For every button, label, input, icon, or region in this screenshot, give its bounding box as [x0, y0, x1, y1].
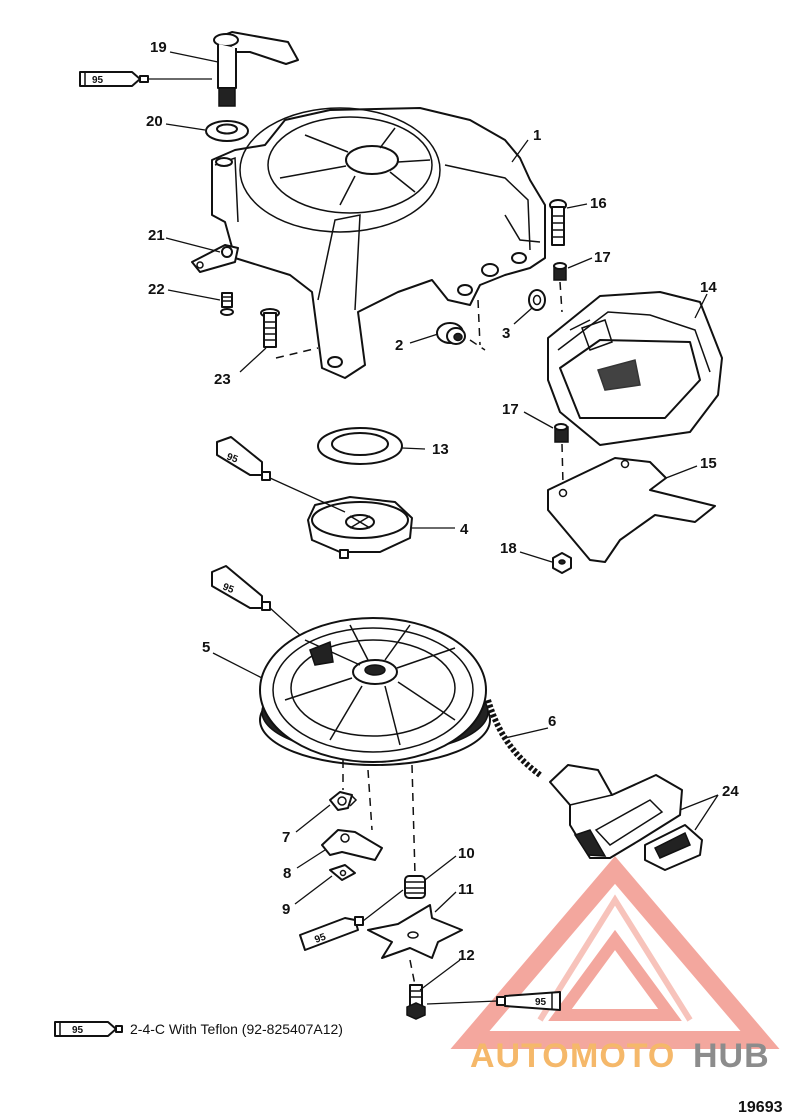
part-7-pawl-spring [329, 791, 358, 811]
lubricant-tube-4: 95 [216, 436, 271, 481]
callout-12: 12 [458, 947, 475, 964]
callout-3: 3 [502, 325, 510, 342]
part-23-bolt [260, 308, 280, 348]
callout-17-upper: 17 [594, 249, 611, 266]
callout-13: 13 [432, 441, 449, 458]
lubricant-tube-19: 95 [79, 71, 149, 87]
callout-4: 4 [460, 521, 469, 538]
callout-2: 2 [395, 337, 403, 354]
callout-24: 24 [722, 783, 739, 800]
part-9-retainer-clip [329, 864, 356, 881]
part-17-spacer-upper [553, 262, 567, 281]
svg-text:95: 95 [72, 1025, 84, 1036]
callout-8: 8 [283, 865, 291, 882]
callout-17-lower: 17 [502, 401, 519, 418]
part-5-rewind-pulley [259, 617, 491, 766]
callout-9: 9 [282, 901, 290, 918]
callout-7: 7 [282, 829, 290, 846]
svg-text:95: 95 [221, 582, 236, 597]
part-6-starter-rope [485, 699, 542, 778]
svg-text:95: 95 [535, 997, 547, 1008]
part-19-starter-lever [213, 31, 299, 107]
figure-number: 19693 [738, 1099, 783, 1116]
legend-text: 2-4-C With Teflon (92-825407A12) [130, 1021, 343, 1037]
part-17-spacer-lower [554, 423, 569, 443]
callout-19: 19 [150, 39, 167, 56]
watermark-word-moto: MOTO [570, 1037, 675, 1075]
part-22-screw [220, 292, 234, 316]
callout-11: 11 [458, 881, 474, 898]
lubricant-tube-12: 95 [496, 991, 561, 1011]
lubricant-tube-5: 95 [211, 565, 271, 611]
callout-10: 10 [458, 845, 475, 862]
lubricant-tube-10: 95 [299, 916, 364, 951]
callout-14: 14 [700, 279, 717, 296]
part-16-screw [549, 199, 567, 246]
part-12-bolt [406, 984, 426, 1020]
callout-5: 5 [202, 639, 210, 656]
part-21-plate [191, 244, 239, 273]
starter-handle [549, 764, 683, 859]
callout-leaders [165, 51, 719, 991]
part-15-mounting-plate [547, 457, 716, 563]
svg-text:95: 95 [225, 451, 240, 465]
part-20-washer [205, 120, 249, 142]
callout-23: 23 [214, 371, 231, 388]
part-18-nut [552, 552, 572, 574]
legend-lubricant-tube-icon: 95 [54, 1021, 123, 1037]
watermark-word-hub: HUB [693, 1037, 770, 1075]
callout-15: 15 [700, 455, 717, 472]
part-13-washer [317, 427, 403, 465]
part-8-pawl [321, 829, 383, 861]
callout-20: 20 [146, 113, 163, 130]
part-10-spring [404, 875, 426, 899]
watermark-word-auto: AUTO [470, 1037, 570, 1075]
callout-6: 6 [548, 713, 556, 730]
part-4-spring-cup [307, 496, 413, 559]
watermark-logo [450, 856, 780, 1049]
callout-18: 18 [500, 540, 517, 557]
part-14-cover [547, 291, 723, 446]
callout-16: 16 [590, 195, 607, 212]
part-2-bushing [436, 322, 466, 345]
part-3-washer [528, 289, 546, 311]
svg-text:95: 95 [92, 75, 104, 86]
part-1-starter-housing [211, 107, 546, 379]
callout-22: 22 [148, 281, 165, 298]
svg-text:95: 95 [313, 932, 328, 946]
part-24-handle-insert [644, 824, 703, 871]
callout-21: 21 [148, 227, 165, 244]
part-11-drive-plate [367, 904, 463, 959]
callout-1: 1 [533, 127, 541, 144]
